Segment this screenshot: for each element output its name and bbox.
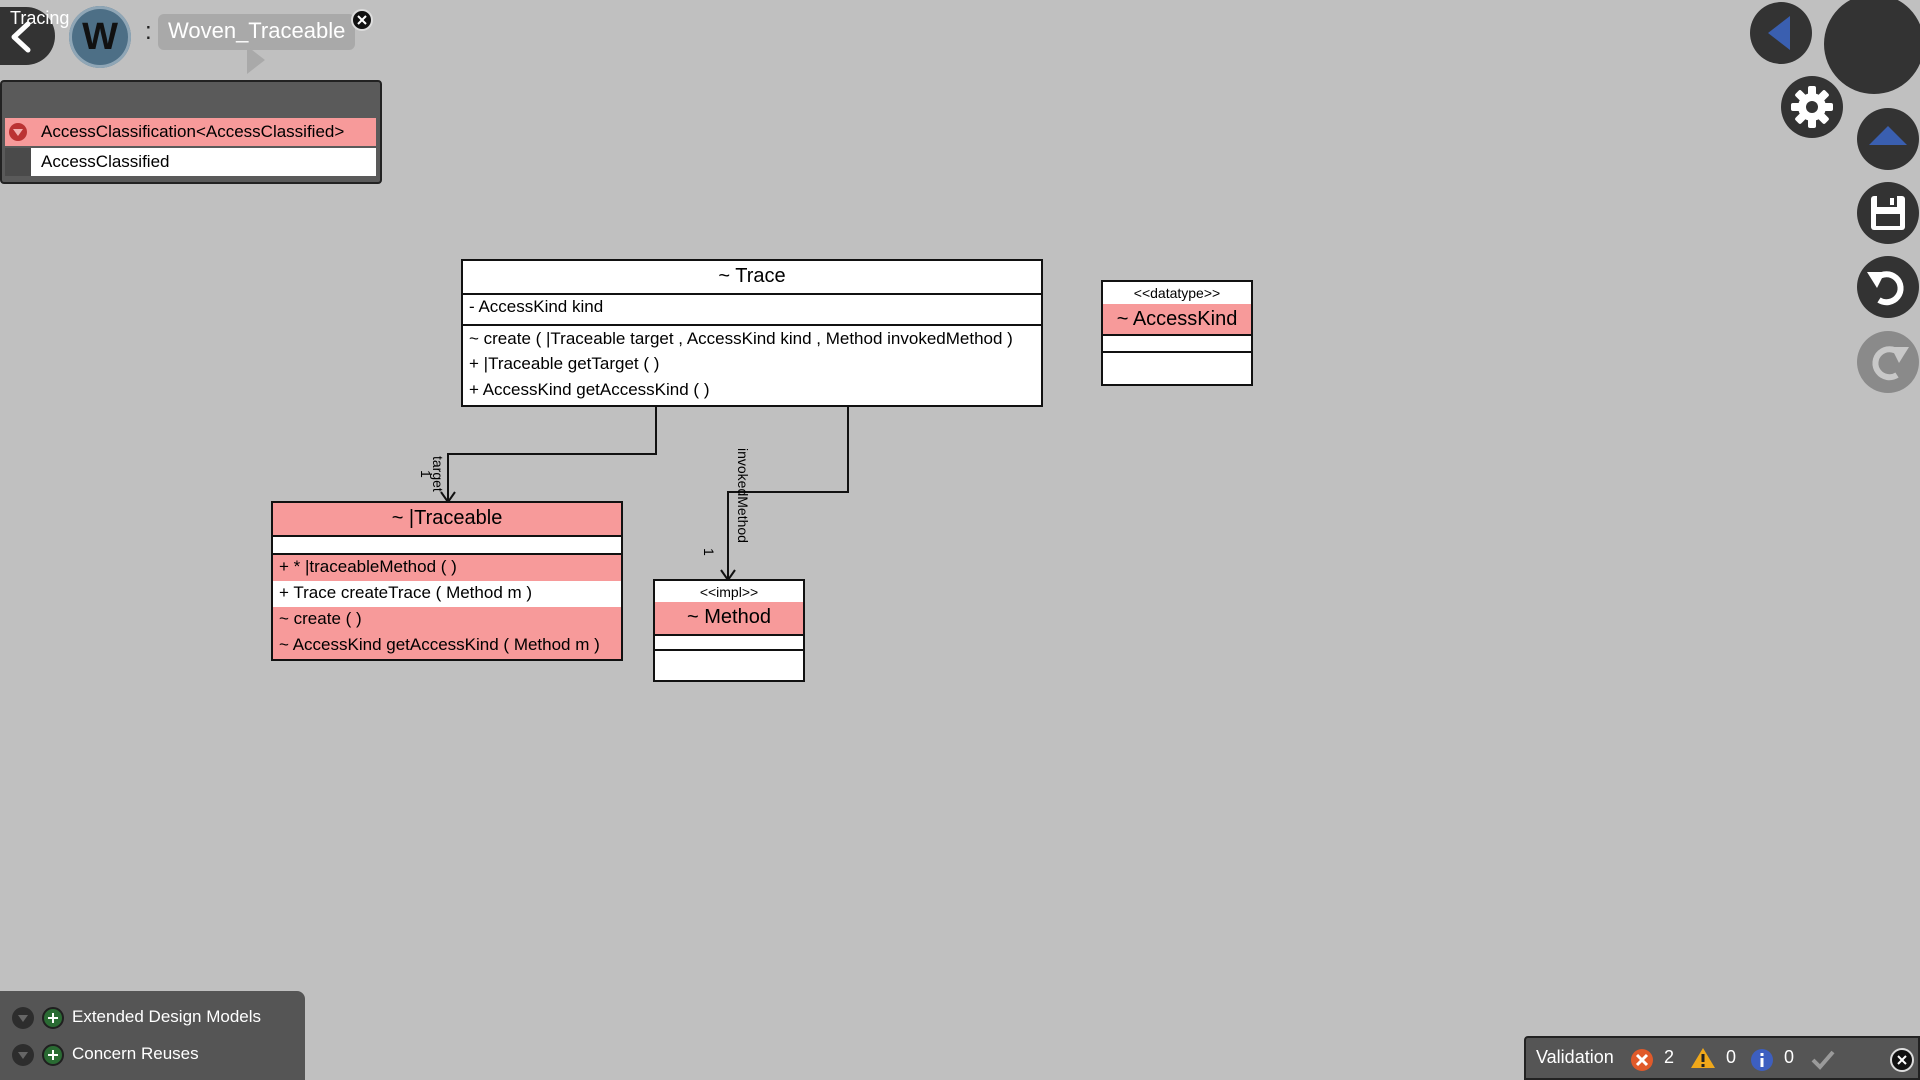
settings-button[interactable] (1781, 76, 1843, 138)
class-name: ~ Trace (718, 265, 786, 287)
association-line-target (447, 406, 657, 500)
triangle-left-icon (1768, 16, 1790, 50)
class-operation[interactable]: + Trace createTrace ( Method m ) (279, 583, 533, 602)
class-access-kind[interactable]: <<datatype>> ~ AccessKind (1101, 280, 1253, 386)
class-stereotype: <<impl>> (699, 584, 759, 600)
class-operation[interactable]: ~ create ( |Traceable target , AccessKin… (469, 329, 1013, 348)
gear-icon (1791, 86, 1833, 128)
tracing-close-button[interactable] (351, 9, 373, 31)
expand-down-icon[interactable] (12, 1007, 34, 1029)
class-name: ~ AccessKind (1116, 308, 1238, 330)
add-icon[interactable] (42, 1007, 64, 1029)
multiplicity-target: 1 (418, 470, 434, 478)
undo-icon (1867, 271, 1904, 306)
validation-panel[interactable]: Validation 2 0 0 (1524, 1036, 1920, 1080)
class-stereotype: <<datatype>> (1133, 285, 1221, 301)
error-count: 2 (1664, 1047, 1675, 1067)
info-count: 0 (1784, 1047, 1795, 1067)
class-operation[interactable]: + * |traceableMethod ( ) (273, 555, 621, 581)
reuse-item-label: Extended Design Models (72, 1007, 262, 1026)
add-icon[interactable] (42, 1044, 64, 1066)
back-button[interactable] (0, 7, 55, 65)
checkmark-icon (1811, 1050, 1835, 1070)
class-trace[interactable]: ~ Trace - AccessKind kind ~ create ( |Tr… (461, 259, 1043, 407)
save-icon (1871, 196, 1905, 230)
class-operation[interactable]: + |Traceable getTarget ( ) (469, 354, 660, 373)
close-icon (1897, 1055, 1907, 1065)
main-menu-button[interactable] (1824, 0, 1920, 94)
close-icon (357, 15, 367, 25)
collapse-up-button[interactable] (1857, 108, 1919, 170)
validation-label: Validation (1536, 1047, 1614, 1067)
expand-down-icon[interactable] (12, 1044, 34, 1066)
class-operation[interactable]: ~ AccessKind getAccessKind ( Method m ) (273, 633, 621, 659)
tracing-item-label: AccessClassified (31, 148, 376, 176)
collapse-left-button[interactable] (1750, 2, 1812, 64)
save-button[interactable] (1857, 182, 1919, 244)
warning-icon (1691, 1048, 1715, 1068)
reuse-item-label: Concern Reuses (72, 1044, 199, 1063)
tracing-item-label: AccessClassification<AccessClassified> (31, 118, 376, 146)
chevron-left-icon (11, 21, 31, 53)
error-icon (1631, 1049, 1653, 1071)
triangle-up-icon (1869, 126, 1907, 145)
class-attribute[interactable]: - AccessKind kind (469, 297, 604, 316)
warning-count: 0 (1726, 1047, 1737, 1067)
avatar-letter: W (82, 16, 118, 58)
tracing-item-access-classified[interactable]: AccessClassified (5, 148, 376, 176)
association-line-invoked (727, 406, 849, 578)
class-name: ~ |Traceable (391, 507, 503, 529)
class-method[interactable]: <<impl>> ~ Method (653, 579, 805, 682)
multiplicity-invoked: 1 (701, 548, 717, 556)
validation-close-button[interactable] (1890, 1048, 1914, 1072)
model-name-label[interactable]: Woven_Traceable (158, 14, 356, 50)
class-traceable[interactable]: ~ |Traceable + * |traceableMethod ( ) + … (271, 501, 623, 661)
tracing-item-access-classification[interactable]: AccessClassification<AccessClassified> (5, 118, 376, 146)
class-name: ~ Method (687, 606, 771, 628)
class-operation[interactable]: ~ create ( ) (273, 607, 621, 633)
expand-down-icon (9, 123, 27, 141)
reuse-panel (0, 991, 305, 1080)
undo-button[interactable] (1857, 256, 1919, 318)
redo-icon (1872, 346, 1909, 381)
model-avatar[interactable]: W (69, 6, 131, 68)
info-icon (1751, 1049, 1773, 1071)
tracing-title: Tracing (10, 8, 70, 28)
header-separator: : (145, 18, 152, 45)
model-name-pointer (247, 46, 265, 74)
class-operation[interactable]: + AccessKind getAccessKind ( ) (469, 380, 710, 399)
role-label-invoked: invokedMethod (735, 448, 751, 543)
redo-button[interactable] (1857, 331, 1919, 393)
